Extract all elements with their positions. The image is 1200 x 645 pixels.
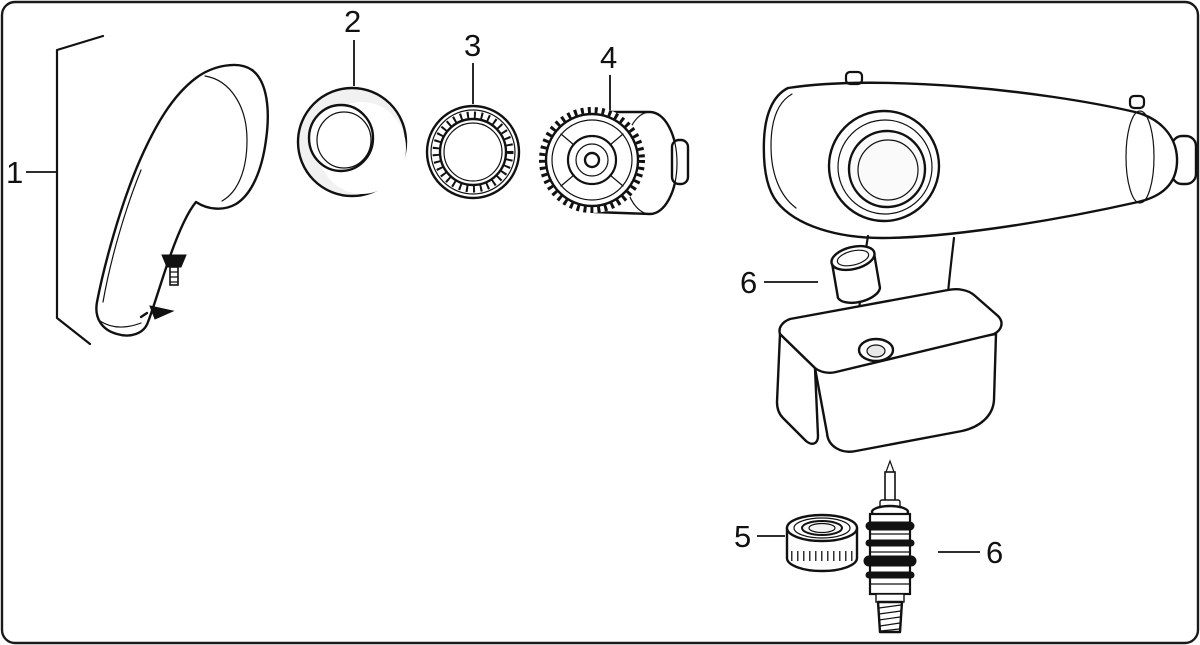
body-outline bbox=[762, 81, 1179, 240]
body-left-end-contour bbox=[770, 93, 797, 209]
handle-cap-contour bbox=[204, 75, 248, 202]
body-socket-opening bbox=[827, 109, 941, 223]
dome-cap-hole-inner bbox=[316, 111, 372, 169]
o-ring-3 bbox=[863, 555, 917, 567]
part-6-upper-cover-plug: 6 bbox=[740, 244, 882, 305]
part-3-retaining-ring: 3 bbox=[425, 28, 521, 200]
body-right-cap-edge bbox=[1125, 110, 1155, 204]
lever-handle-outline bbox=[95, 63, 269, 337]
part-label-6-upper: 6 bbox=[740, 265, 757, 300]
o-ring-4 bbox=[865, 571, 915, 579]
valve-stem-tip bbox=[885, 459, 895, 473]
part-2-dome-cap: 2 bbox=[296, 4, 408, 198]
dome-cap-hole bbox=[307, 103, 375, 173]
part-label-1: 1 bbox=[6, 155, 23, 190]
part-4-cartridge: 4 bbox=[539, 40, 690, 216]
part-label-3: 3 bbox=[464, 28, 481, 63]
valve-stem bbox=[884, 471, 896, 505]
cartridge-dial bbox=[539, 107, 645, 213]
ring-thread-ticks bbox=[432, 111, 514, 193]
retainer-clip bbox=[139, 305, 175, 320]
fixing-screw bbox=[161, 254, 187, 286]
base-mount-hole-inner bbox=[866, 344, 886, 358]
plug-top bbox=[830, 244, 876, 272]
plug-top-inner bbox=[836, 249, 870, 267]
cartridge-nub bbox=[670, 138, 690, 186]
base-block bbox=[775, 288, 1003, 453]
part-label-5: 5 bbox=[734, 519, 751, 554]
base-top-face bbox=[778, 288, 1003, 374]
ring-bore-inner bbox=[443, 122, 503, 182]
part-5-ring-nut: 5 bbox=[734, 513, 859, 573]
part-label-6-lower: 6 bbox=[986, 535, 1003, 570]
body-top-tab-right bbox=[1128, 94, 1146, 110]
o-ring-1 bbox=[865, 521, 915, 531]
ring-bore bbox=[438, 117, 508, 187]
ring-nut-bore-inner bbox=[808, 522, 836, 534]
part-6-lower-valve-cartridge: 6 bbox=[863, 459, 1003, 634]
body-top-tab-left bbox=[844, 70, 864, 86]
ring-nut-top-step bbox=[793, 517, 851, 539]
handle-inner-contour bbox=[102, 169, 142, 303]
part-1-bracket bbox=[55, 34, 105, 346]
part-1-lever-handle: 1 bbox=[6, 34, 269, 346]
part-label-2: 2 bbox=[344, 4, 361, 39]
ring-outer-inner-edge bbox=[430, 109, 516, 195]
handle-foot-contour bbox=[99, 320, 142, 328]
valve-threaded-tail bbox=[876, 600, 904, 634]
part-label-4: 4 bbox=[600, 40, 617, 75]
faucet-body bbox=[762, 70, 1198, 453]
o-ring-2 bbox=[865, 539, 915, 547]
